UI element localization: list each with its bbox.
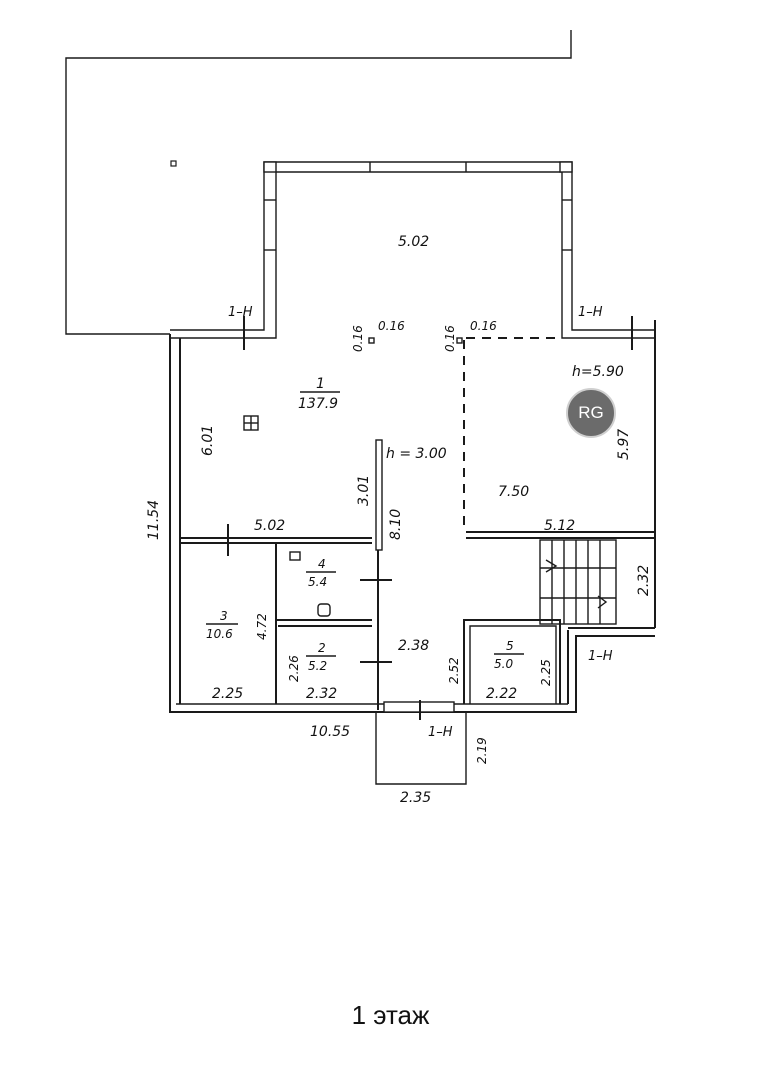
dim-total-height: 11.54 [146, 500, 162, 540]
floor-caption: 1 этаж [351, 1000, 430, 1030]
staircase [539, 539, 617, 625]
dim-porch-width: 2.35 [400, 790, 431, 806]
dim-porch-depth: 2.19 [475, 737, 489, 764]
dim-room2-width: 2.32 [306, 686, 337, 702]
dim-right-width-mid: 5.12 [544, 518, 575, 534]
dim-stub-vertical: 0.16 [351, 325, 365, 352]
dim-room3-width: 2.25 [212, 686, 243, 702]
agency-logo: RG [566, 388, 616, 438]
room-area: 5.0 [494, 657, 513, 671]
outer-walls [169, 320, 656, 713]
section-label: 1–Н [228, 305, 253, 320]
dim-room5-height-right: 2.25 [539, 659, 553, 686]
room-number: 1 [316, 376, 325, 392]
dim-right-width: 7.50 [498, 484, 529, 500]
section-label: 1–Н [588, 649, 613, 664]
sink-symbol [289, 551, 301, 561]
room-number: 3 [220, 609, 228, 623]
dim-corridor-width: 2.38 [398, 638, 429, 654]
section-label: 1–Н [578, 305, 603, 320]
dim-left-width-mid: 5.02 [254, 518, 285, 534]
room-area: 137.9 [298, 396, 338, 412]
dim-inner-wall-2: 8.10 [388, 509, 404, 540]
section-label: 1–Н [428, 725, 453, 740]
room-area: 10.6 [206, 627, 233, 641]
height-main: h = 3.00 [386, 446, 447, 462]
vent-symbol [243, 415, 259, 431]
glazed-bay [170, 161, 655, 339]
room-area: 5.2 [308, 659, 327, 673]
dim-bottom-total: 10.55 [310, 724, 350, 740]
dim-inner-wall: 3.01 [356, 475, 372, 506]
room-number: 2 [318, 641, 326, 655]
dim-room2-height: 2.26 [287, 655, 301, 682]
dim-stair-depth: 2.32 [636, 565, 652, 596]
section-marks [227, 316, 633, 720]
dim-top-width: 5.02 [398, 234, 429, 250]
dim-room3-height: 4.72 [255, 613, 269, 640]
site-marker [170, 160, 177, 167]
dim-left-depth: 6.01 [200, 425, 216, 456]
dim-stub: 0.16 [378, 319, 405, 333]
room-number: 5 [506, 639, 514, 653]
site-boundary [65, 30, 572, 335]
dim-stub-vertical: 0.16 [443, 325, 457, 352]
dim-room5-width: 2.22 [486, 686, 517, 702]
dim-room5-height-left: 2.52 [447, 657, 461, 684]
column-marker [368, 337, 375, 344]
column-marker [456, 337, 463, 344]
room-area: 5.4 [308, 575, 327, 589]
dim-right-depth: 5.97 [616, 429, 632, 460]
dim-stub: 0.16 [470, 319, 497, 333]
height-right: h=5.90 [572, 364, 624, 380]
partitions [180, 439, 655, 710]
toilet-symbol [317, 603, 331, 617]
room-number: 4 [318, 557, 326, 571]
